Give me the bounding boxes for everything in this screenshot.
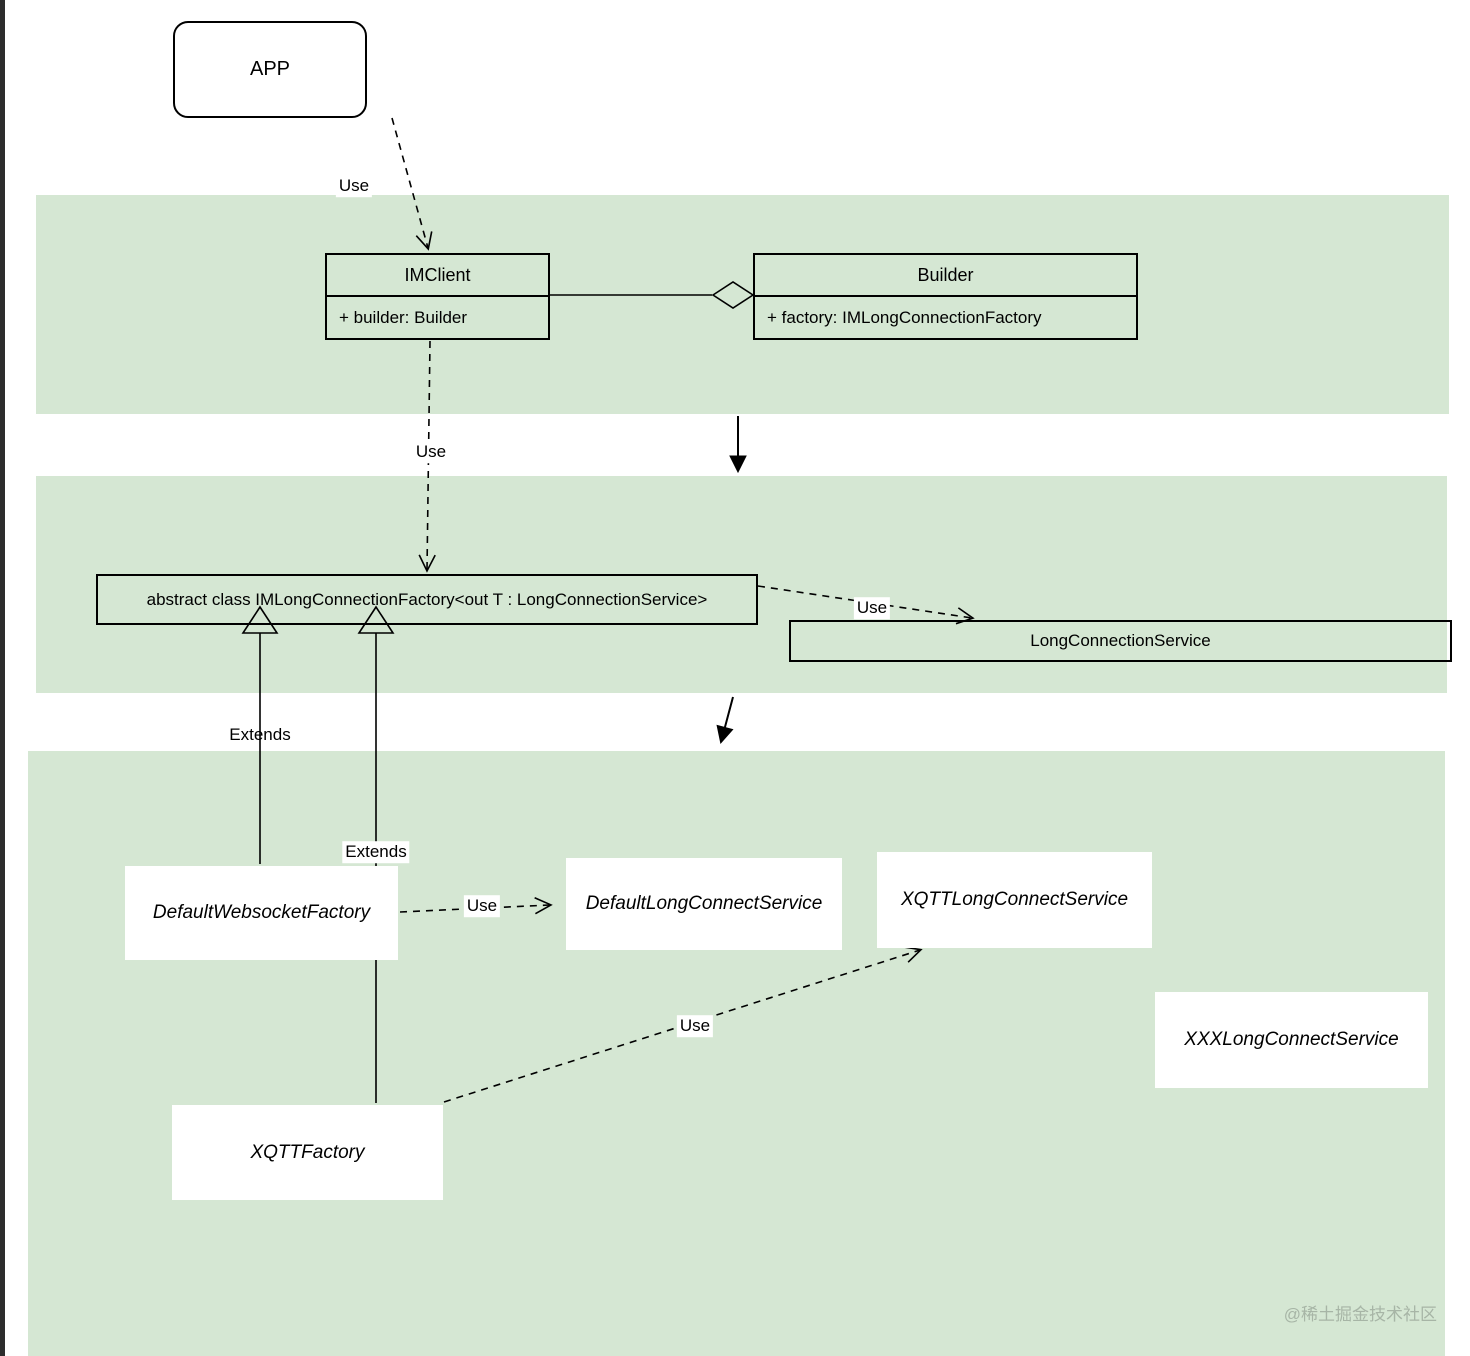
edge-label-extends-xqttf: Extends — [342, 841, 410, 863]
edge-label-use-imclient: Use — [412, 441, 450, 463]
app-node-label: APP — [249, 58, 291, 80]
abstract-factory-label: abstract class IMLongConnectionFactory<o… — [146, 589, 708, 609]
default-websocket-factory-node: DefaultWebsocketFactory — [125, 866, 398, 960]
imclient-class: IMClient + builder: Builder — [325, 253, 550, 340]
app-node: APP — [173, 21, 367, 118]
layer-band-factory — [36, 476, 1447, 693]
edge-band2-to-band3 — [716, 696, 734, 745]
edge-label-use-factory: Use — [853, 597, 891, 619]
edge-label-use-xqttf: Use — [676, 1015, 714, 1037]
xqtt-long-connect-service-node: XQTTLongConnectService — [877, 852, 1152, 948]
xqtt-factory-node: XQTTFactory — [172, 1105, 443, 1200]
builder-class-attribute: + factory: IMLongConnectionFactory — [767, 308, 1042, 327]
layer-band-client — [36, 195, 1449, 414]
abstract-factory-class: abstract class IMLongConnectionFactory<o… — [96, 574, 758, 625]
edge-label-extends-dwf: Extends — [229, 725, 291, 745]
imclient-class-title: IMClient — [327, 255, 548, 297]
long-connection-service-label: LongConnectionService — [1030, 631, 1211, 650]
xxx-long-connect-service-label: XXXLongConnectService — [1184, 1029, 1399, 1050]
imclient-class-attribute: + builder: Builder — [339, 308, 468, 327]
edge-label-use-dwf: Use — [463, 895, 501, 917]
xqtt-factory-label: XQTTFactory — [250, 1141, 365, 1163]
edge-label-use-app: Use — [335, 175, 373, 197]
edge-app-to-imclient — [391, 117, 433, 251]
default-long-connect-service-label: DefaultLongConnectService — [585, 893, 823, 914]
watermark-text: @稀土掘金技术社区 — [1283, 1305, 1437, 1324]
aggregation-diamond-icon — [711, 281, 755, 309]
builder-class-title: Builder — [755, 255, 1136, 297]
default-websocket-factory-label: DefaultWebsocketFactory — [152, 902, 371, 923]
xqtt-long-connect-service-label: XQTTLongConnectService — [900, 889, 1129, 910]
long-connection-service-class: LongConnectionService — [789, 620, 1452, 662]
xxx-long-connect-service-node: XXXLongConnectService — [1155, 992, 1428, 1088]
left-edge-bar — [0, 0, 5, 1356]
builder-class: Builder + factory: IMLongConnectionFacto… — [753, 253, 1138, 340]
default-long-connect-service-node: DefaultLongConnectService — [566, 858, 842, 950]
